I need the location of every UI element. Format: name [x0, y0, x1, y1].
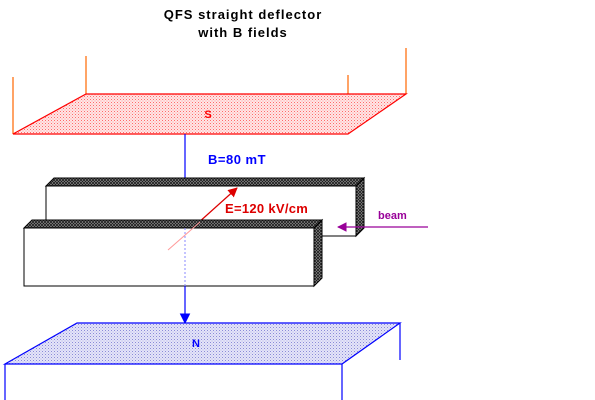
south-plate-surface: [12, 93, 408, 135]
back-electrode-top: [44, 177, 366, 187]
front-electrode-top: [22, 219, 324, 229]
beam-label: beam: [378, 210, 407, 222]
south-pole-plate: S: [12, 48, 408, 135]
south-pole-label: S: [204, 109, 211, 121]
north-plate-surface: [2, 322, 402, 365]
diagram-title-line1: QFS straight deflector: [164, 7, 323, 22]
front-electrode-end: [313, 218, 323, 288]
back-electrode-end: [355, 176, 365, 238]
north-pole-plate: N: [2, 322, 402, 400]
north-pole-label: N: [192, 338, 200, 350]
diagram-title-line2: with B fields: [197, 25, 288, 40]
e-field-arrow-through: [167, 221, 201, 251]
e-field-label: E=120 kV/cm: [225, 201, 308, 216]
b-field-label: B=80 mT: [208, 152, 266, 167]
front-electrode-front: [23, 227, 315, 287]
front-electrode: [22, 218, 324, 288]
